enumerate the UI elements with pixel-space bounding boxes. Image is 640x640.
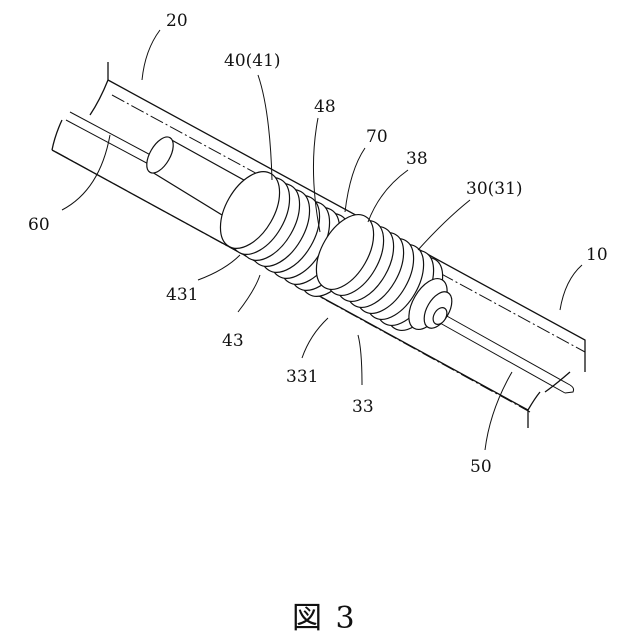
figure-caption: 図 3 [292,601,357,636]
label-70: 70 [366,127,388,147]
label-43: 43 [222,331,244,351]
label-50: 50 [470,457,492,477]
label-40-41: 40(41) [224,51,281,71]
label-20: 20 [166,11,188,31]
label-48: 48 [314,97,336,117]
label-10: 10 [586,245,608,265]
label-60: 60 [28,215,50,235]
label-431: 431 [166,285,198,305]
label-30-31: 30(31) [466,179,523,199]
label-331: 331 [286,367,318,387]
label-38: 38 [406,149,428,169]
label-33: 33 [352,397,374,417]
